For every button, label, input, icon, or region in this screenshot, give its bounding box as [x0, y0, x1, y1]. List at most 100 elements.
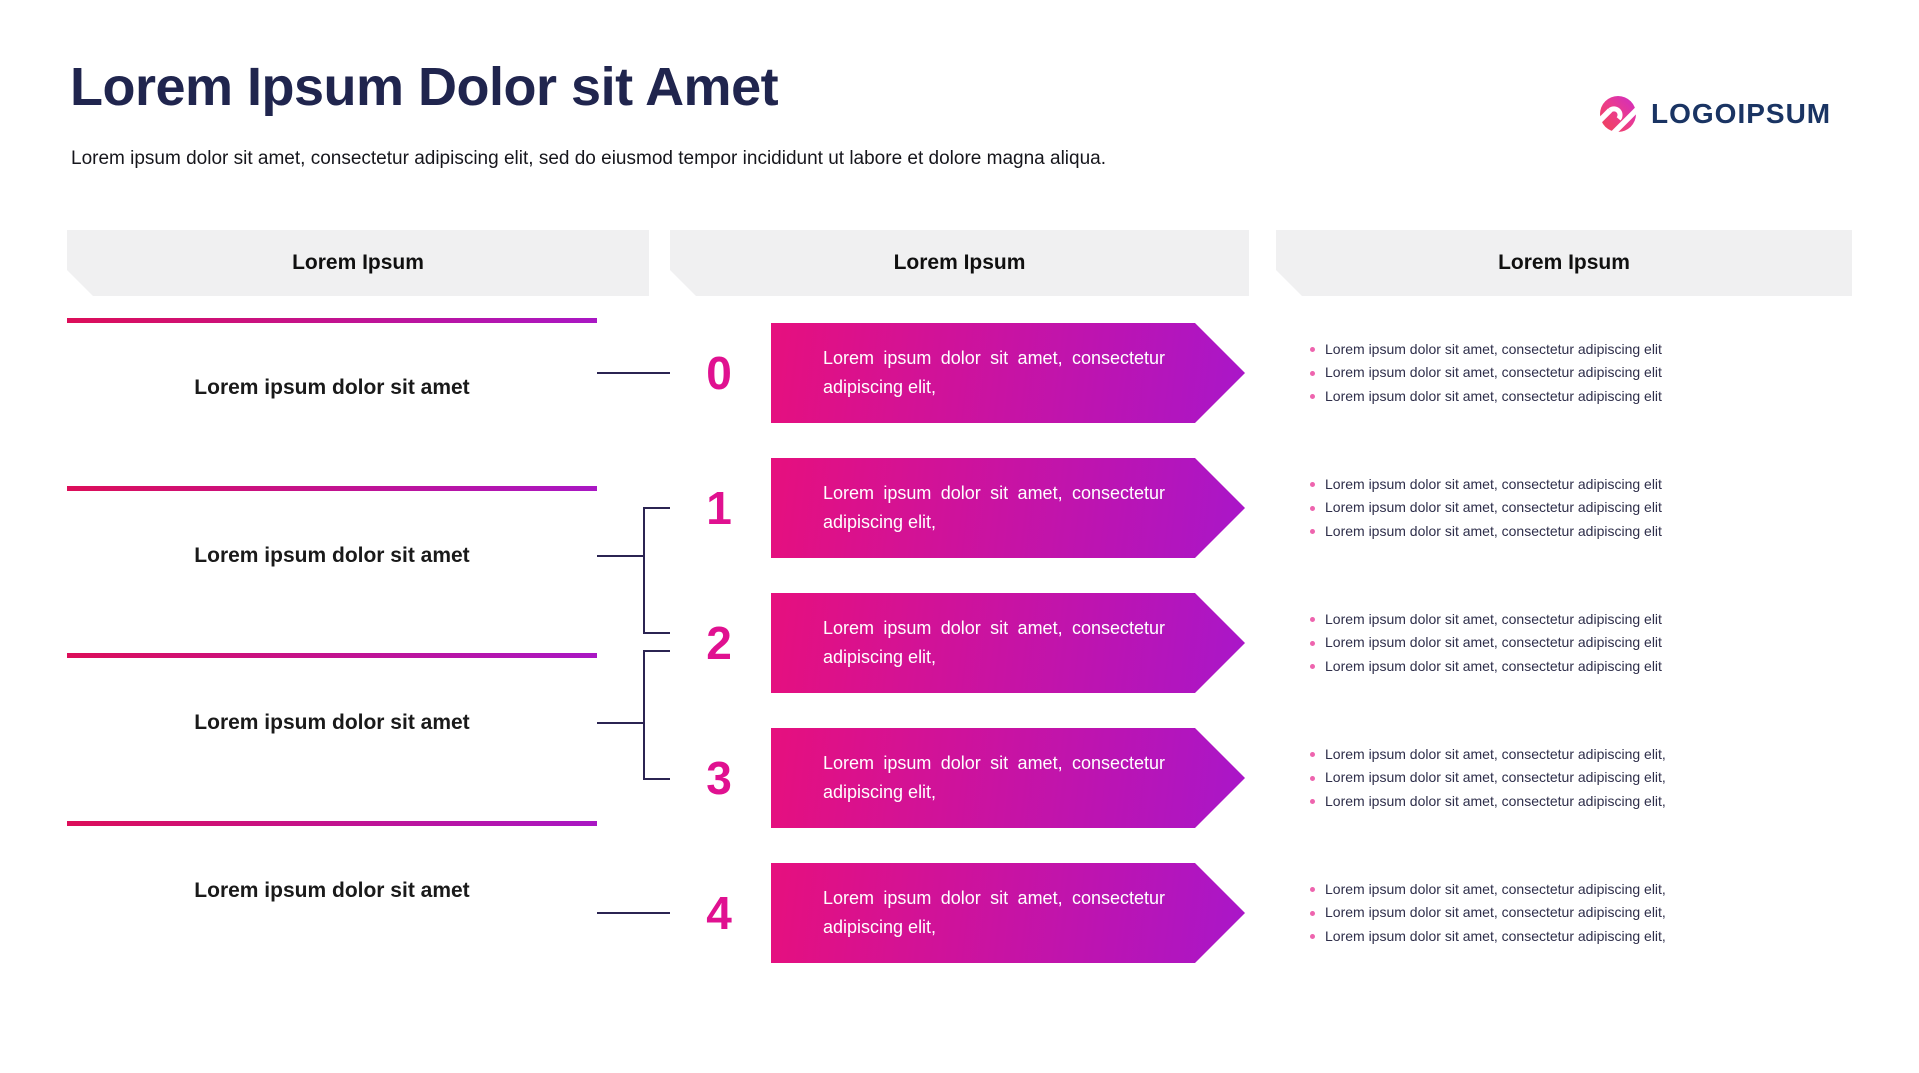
column-header-left: Lorem Ipsum: [67, 230, 649, 296]
card-accent-bar: [67, 821, 597, 826]
bullet-list: Lorem ipsum dolor sit amet, consectetur …: [1287, 473, 1676, 544]
card-accent-bar: [67, 318, 597, 323]
bullet-dot-icon: [1310, 506, 1315, 511]
bullet-text: Lorem ipsum dolor sit amet, consectetur …: [1325, 657, 1662, 674]
bullet-text: Lorem ipsum dolor sit amet, consectetur …: [1325, 634, 1662, 651]
card-label: Lorem ipsum dolor sit amet: [194, 711, 470, 734]
bullet-dot-icon: [1310, 371, 1315, 376]
step-arrow-text: Lorem ipsum dolor sit amet, consectetur …: [823, 483, 1165, 532]
bullet-card: Lorem ipsum dolor sit amet, consectetur …: [1287, 728, 1850, 828]
step-arrow-text: Lorem ipsum dolor sit amet, consectetur …: [823, 618, 1165, 667]
bullet-dot-icon: [1310, 776, 1315, 781]
bullet-item: Lorem ipsum dolor sit amet, consectetur …: [1310, 655, 1662, 679]
bullet-item: Lorem ipsum dolor sit amet, consectetur …: [1310, 766, 1666, 790]
connector-line: [643, 507, 645, 634]
bullet-dot-icon: [1310, 752, 1315, 757]
bullet-dot-icon: [1310, 482, 1315, 487]
bullet-item: Lorem ipsum dolor sit amet, consectetur …: [1310, 385, 1662, 409]
connector-line: [570, 912, 672, 914]
column-header-right: Lorem Ipsum: [1276, 230, 1852, 296]
bullet-text: Lorem ipsum dolor sit amet, consectetur …: [1325, 364, 1662, 381]
bullet-text: Lorem ipsum dolor sit amet, consectetur …: [1325, 904, 1666, 921]
bullet-text: Lorem ipsum dolor sit amet, consectetur …: [1325, 522, 1662, 539]
bullet-item: Lorem ipsum dolor sit amet, consectetur …: [1310, 496, 1662, 520]
logoipsum-icon: [1600, 96, 1636, 132]
column-header-middle: Lorem Ipsum: [670, 230, 1249, 296]
step-arrow-banner: Lorem ipsum dolor sit amet, consectetur …: [771, 593, 1245, 693]
bullet-text: Lorem ipsum dolor sit amet, consectetur …: [1325, 610, 1662, 627]
bullet-text: Lorem ipsum dolor sit amet, consectetur …: [1325, 387, 1662, 404]
bullet-dot-icon: [1310, 394, 1315, 399]
step-number-box: 2: [670, 593, 768, 693]
bullet-item: Lorem ipsum dolor sit amet, consectetur …: [1310, 925, 1666, 949]
bullet-list: Lorem ipsum dolor sit amet, consectetur …: [1287, 743, 1680, 814]
bullet-text: Lorem ipsum dolor sit amet, consectetur …: [1325, 769, 1666, 786]
step-arrow-banner: Lorem ipsum dolor sit amet, consectetur …: [771, 323, 1245, 423]
card-label: Lorem ipsum dolor sit amet: [194, 879, 470, 902]
step-number-box: 4: [670, 863, 768, 963]
column-header-label: Lorem Ipsum: [1498, 251, 1630, 274]
column-header-label: Lorem Ipsum: [292, 251, 424, 274]
card-label: Lorem ipsum dolor sit amet: [194, 544, 470, 567]
bullet-dot-icon: [1310, 617, 1315, 622]
card-accent-bar: [67, 653, 597, 658]
connector-line: [570, 555, 645, 557]
page-title: Lorem Ipsum Dolor sit Amet: [70, 57, 779, 117]
step-number: 1: [706, 482, 732, 534]
logo-text: LOGOIPSUM: [1651, 98, 1832, 129]
card-accent-bar: [67, 486, 597, 491]
step-arrow-banner: Lorem ipsum dolor sit amet, consectetur …: [771, 728, 1245, 828]
bullet-dot-icon: [1310, 664, 1315, 669]
bullet-item: Lorem ipsum dolor sit amet, consectetur …: [1310, 790, 1666, 814]
connector-line: [643, 650, 672, 652]
bullet-list: Lorem ipsum dolor sit amet, consectetur …: [1287, 338, 1676, 409]
bullet-dot-icon: [1310, 529, 1315, 534]
bullet-card: Lorem ipsum dolor sit amet, consectetur …: [1287, 458, 1850, 558]
bullet-dot-icon: [1310, 934, 1315, 939]
bullet-item: Lorem ipsum dolor sit amet, consectetur …: [1310, 631, 1662, 655]
connector-line: [570, 722, 645, 724]
bullet-dot-icon: [1310, 641, 1315, 646]
bullet-item: Lorem ipsum dolor sit amet, consectetur …: [1310, 901, 1666, 925]
column-header-label: Lorem Ipsum: [893, 251, 1026, 274]
connector-line: [643, 507, 672, 509]
bullet-text: Lorem ipsum dolor sit amet, consectetur …: [1325, 880, 1666, 897]
bullet-dot-icon: [1310, 347, 1315, 352]
bullet-text: Lorem ipsum dolor sit amet, consectetur …: [1325, 745, 1666, 762]
connector-line: [643, 632, 672, 634]
step-arrow-text: Lorem ipsum dolor sit amet, consectetur …: [823, 753, 1165, 802]
step-number: 3: [706, 752, 732, 804]
left-card: Lorem ipsum dolor sit amet: [67, 486, 597, 626]
bullet-text: Lorem ipsum dolor sit amet, consectetur …: [1325, 792, 1666, 809]
step-number: 0: [706, 347, 732, 399]
left-card: Lorem ipsum dolor sit amet: [67, 318, 597, 458]
bullet-dot-icon: [1310, 887, 1315, 892]
step-number: 4: [706, 887, 732, 939]
bullet-card: Lorem ipsum dolor sit amet, consectetur …: [1287, 863, 1850, 963]
bullet-card: Lorem ipsum dolor sit amet, consectetur …: [1287, 593, 1850, 693]
step-arrow-text: Lorem ipsum dolor sit amet, consectetur …: [823, 888, 1165, 937]
bullet-item: Lorem ipsum dolor sit amet, consectetur …: [1310, 743, 1666, 767]
bullet-list: Lorem ipsum dolor sit amet, consectetur …: [1287, 878, 1680, 949]
connector-line: [643, 650, 645, 780]
bullet-text: Lorem ipsum dolor sit amet, consectetur …: [1325, 927, 1666, 944]
bullet-item: Lorem ipsum dolor sit amet, consectetur …: [1310, 361, 1662, 385]
bullet-item: Lorem ipsum dolor sit amet, consectetur …: [1310, 520, 1662, 544]
left-card: Lorem ipsum dolor sit amet: [67, 821, 597, 961]
step-number: 2: [706, 617, 732, 669]
step-arrow-banner: Lorem ipsum dolor sit amet, consectetur …: [771, 863, 1245, 963]
card-label: Lorem ipsum dolor sit amet: [194, 376, 470, 399]
bullet-list: Lorem ipsum dolor sit amet, consectetur …: [1287, 608, 1676, 679]
step-number-box: 3: [670, 728, 768, 828]
bullet-item: Lorem ipsum dolor sit amet, consectetur …: [1310, 878, 1666, 902]
step-number-box: 0: [670, 323, 768, 423]
step-arrow-banner: Lorem ipsum dolor sit amet, consectetur …: [771, 458, 1245, 558]
bullet-text: Lorem ipsum dolor sit amet, consectetur …: [1325, 499, 1662, 516]
bullet-card: Lorem ipsum dolor sit amet, consectetur …: [1287, 323, 1850, 423]
bullet-dot-icon: [1310, 799, 1315, 804]
bullet-item: Lorem ipsum dolor sit amet, consectetur …: [1310, 338, 1662, 362]
connector-line: [570, 372, 672, 374]
bullet-item: Lorem ipsum dolor sit amet, consectetur …: [1310, 473, 1662, 497]
step-arrow-text: Lorem ipsum dolor sit amet, consectetur …: [823, 348, 1165, 397]
